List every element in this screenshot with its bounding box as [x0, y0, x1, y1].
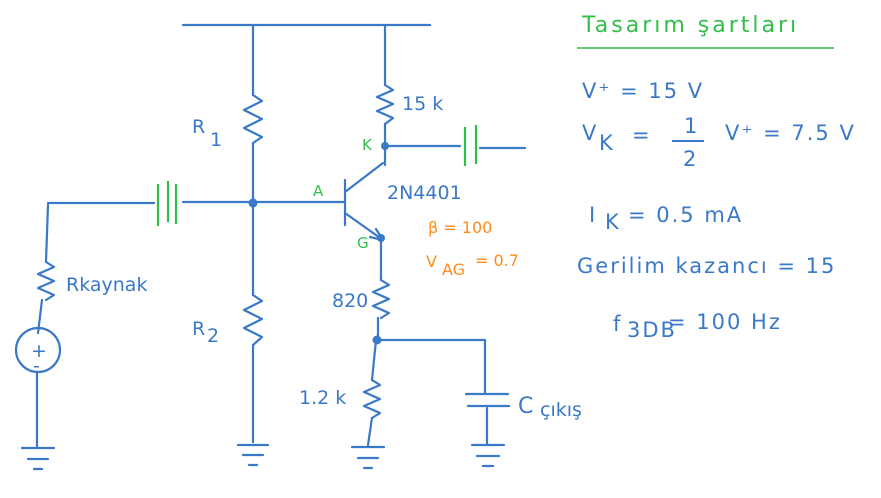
- conditions-title: Tasarım şartları: [581, 13, 799, 38]
- output-line: [383, 144, 527, 150]
- f3db-symbol: f: [613, 312, 622, 336]
- emitter-bypass-node: [372, 335, 382, 345]
- rc-label: 15 k: [402, 93, 443, 115]
- r1-label: R: [192, 116, 205, 138]
- ik-subscript: K: [605, 210, 621, 234]
- vplus-eq: V⁺ = 15 V: [582, 79, 704, 103]
- collector-node: [381, 142, 389, 150]
- r1-resistor: [242, 23, 264, 204]
- ground-icon: [236, 443, 270, 467]
- c-cikis-label: C: [518, 394, 533, 419]
- re2-resistor: [362, 338, 382, 447]
- source-plus-sign: +: [31, 340, 47, 362]
- gain-eq: Gerilim kazancı = 15: [577, 254, 836, 278]
- ground-icon: [350, 445, 386, 470]
- vk-equals: =: [632, 123, 652, 147]
- f3db-subscript: 3DB: [627, 318, 677, 342]
- re2-label: 1.2 k: [299, 387, 346, 409]
- design-conditions-panel: Tasarım şartları V⁺ = 15 V V K = 1 2 V⁺ …: [577, 13, 856, 342]
- vbe-subscript: AG: [442, 260, 465, 279]
- vk-rhs: V⁺ = 7.5 V: [725, 121, 856, 145]
- c-cikis-capacitor: [376, 338, 511, 447]
- r2-subscript: 2: [207, 325, 219, 347]
- vk-subscript: K: [599, 131, 615, 155]
- c-cikis-subscript: çıkış: [540, 399, 582, 421]
- emitter-terminal-label: G: [357, 234, 369, 252]
- base-terminal-label: A: [313, 182, 324, 200]
- r2-resistor: [242, 200, 264, 444]
- collector-terminal-label: K: [362, 136, 373, 154]
- half-denominator: 2: [683, 147, 698, 171]
- f3db-value: = 100 Hz: [668, 310, 782, 334]
- vk-symbol: V: [582, 121, 598, 145]
- r1-subscript: 1: [210, 129, 222, 151]
- transistor-model-label: 2N4401: [387, 182, 462, 204]
- rsource-resistor: [36, 203, 56, 335]
- ground-icon: [470, 443, 506, 468]
- half-numerator: 1: [684, 114, 699, 138]
- input-capacitor: [156, 181, 178, 226]
- voltage-source: + -: [14, 326, 62, 449]
- r2-label: R: [192, 318, 205, 340]
- output-capacitor: [463, 125, 478, 166]
- ik-symbol: I: [589, 203, 597, 227]
- source-minus-sign: -: [33, 355, 40, 377]
- base-node: [248, 198, 258, 208]
- ik-value: = 0.5 mA: [628, 203, 743, 227]
- transistor-2n4401: [343, 161, 385, 242]
- re1-resistor: [371, 236, 391, 342]
- vbe-value: = 0.7: [475, 251, 519, 270]
- input-line: [46, 200, 255, 205]
- emitter-node: [377, 234, 385, 242]
- beta-value: β = 100: [428, 218, 492, 237]
- rsource-label: Rkaynak: [66, 274, 147, 296]
- ground-icon: [20, 446, 56, 471]
- re1-label: 820: [332, 290, 368, 312]
- vbe-label: V: [426, 252, 437, 271]
